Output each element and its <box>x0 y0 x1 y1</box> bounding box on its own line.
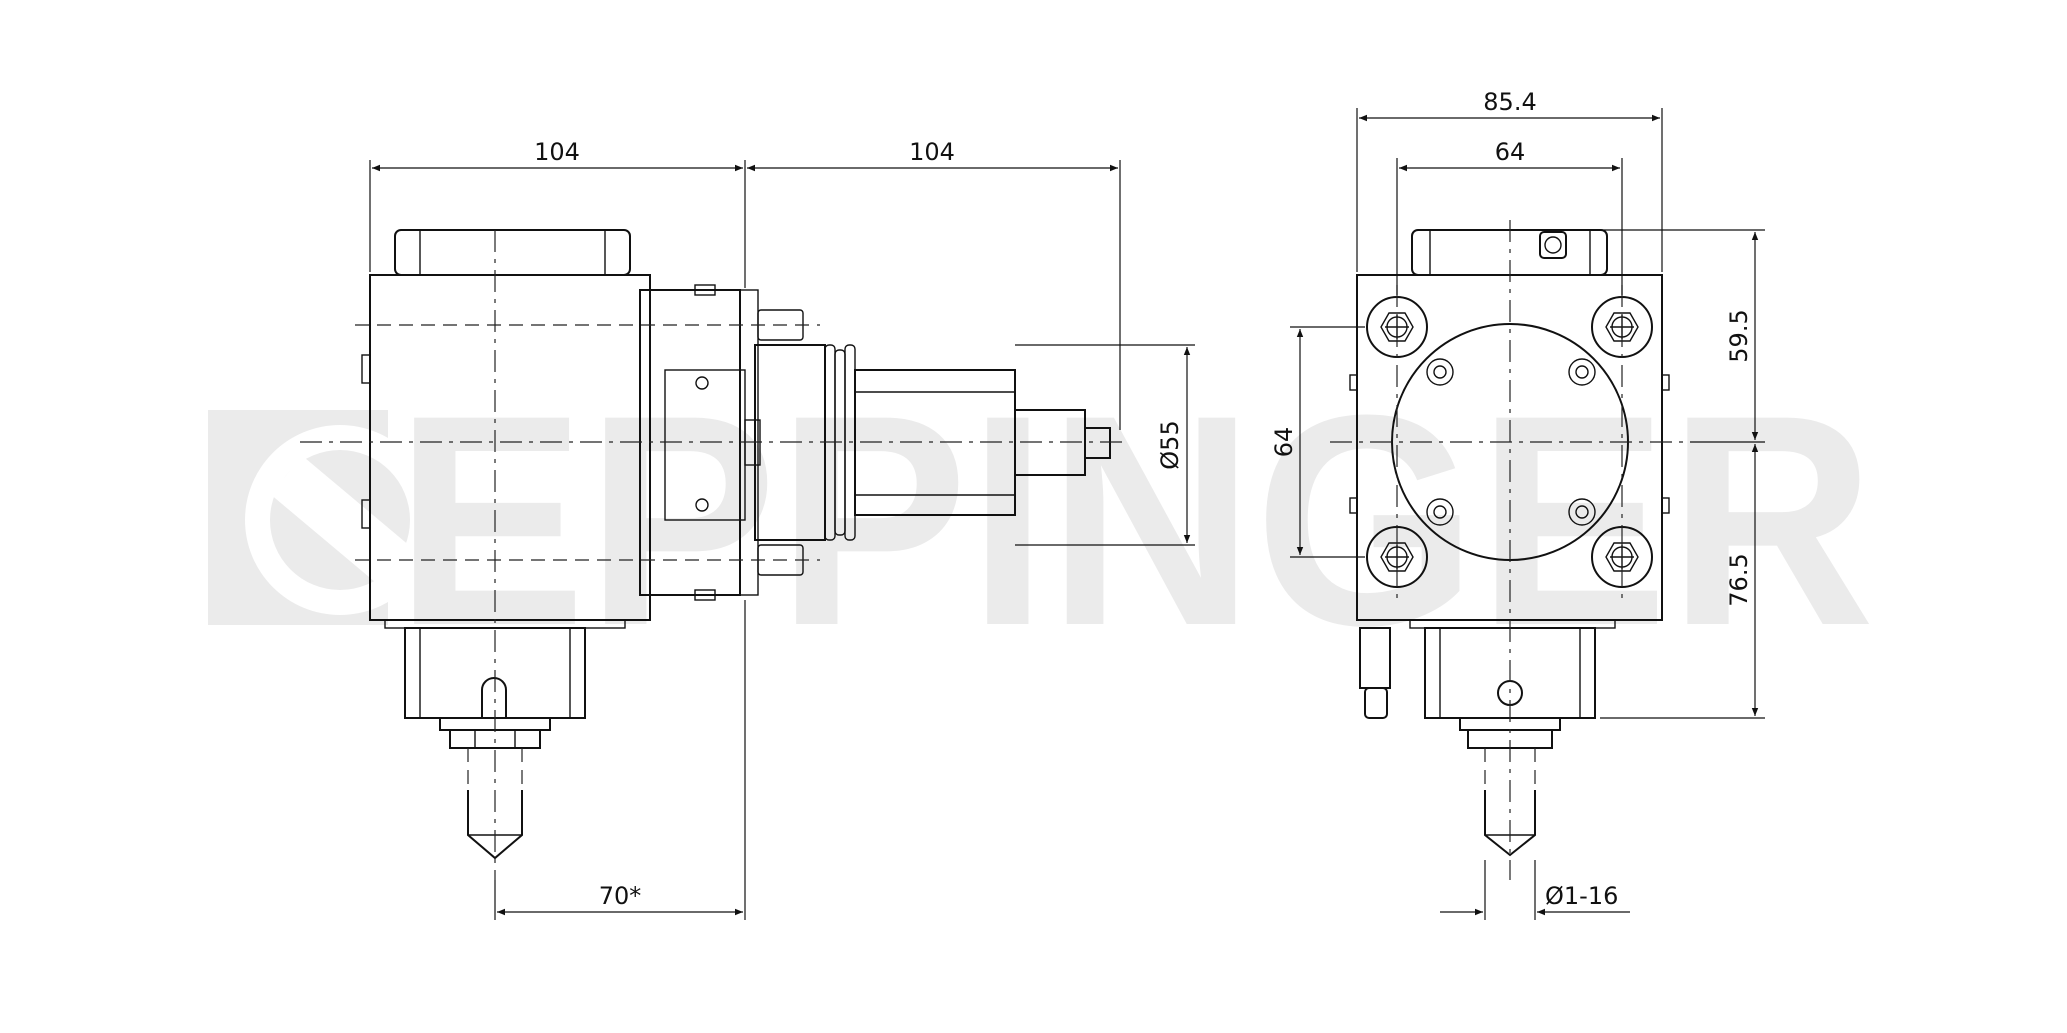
dim-label-bottom-height: 76.5 <box>1725 553 1753 606</box>
front-view <box>1330 220 1690 880</box>
side-view-dimensions: 104 104 Ø55 70* <box>369 138 1195 920</box>
side-view <box>300 229 1125 880</box>
dim-label-bolt-spacing: 64 <box>1495 138 1526 166</box>
watermark-logo <box>208 410 435 625</box>
front-lock-screw <box>1539 231 1567 259</box>
side-top-cap <box>394 229 631 276</box>
dim-label-body-width: 104 <box>534 138 580 166</box>
dim-label-bolt-spacing-vertical: 64 <box>1270 427 1298 458</box>
watermark-text: EPPINGER <box>395 352 1875 688</box>
front-view-dimensions: 85.4 64 64 59.5 76.5 Ø1-16 <box>1270 88 1765 920</box>
dim-label-offset: 70* <box>599 882 642 910</box>
dim-label-shaft-width: 104 <box>909 138 955 166</box>
dim-label-diameter: Ø55 <box>1156 420 1184 469</box>
dim-label-collet: Ø1-16 <box>1545 882 1618 910</box>
side-shaft-tip <box>1084 427 1111 459</box>
dim-label-top-height: 59.5 <box>1725 309 1753 362</box>
watermark: EPPINGER <box>208 352 1875 688</box>
dim-label-overall-width: 85.4 <box>1483 88 1536 116</box>
